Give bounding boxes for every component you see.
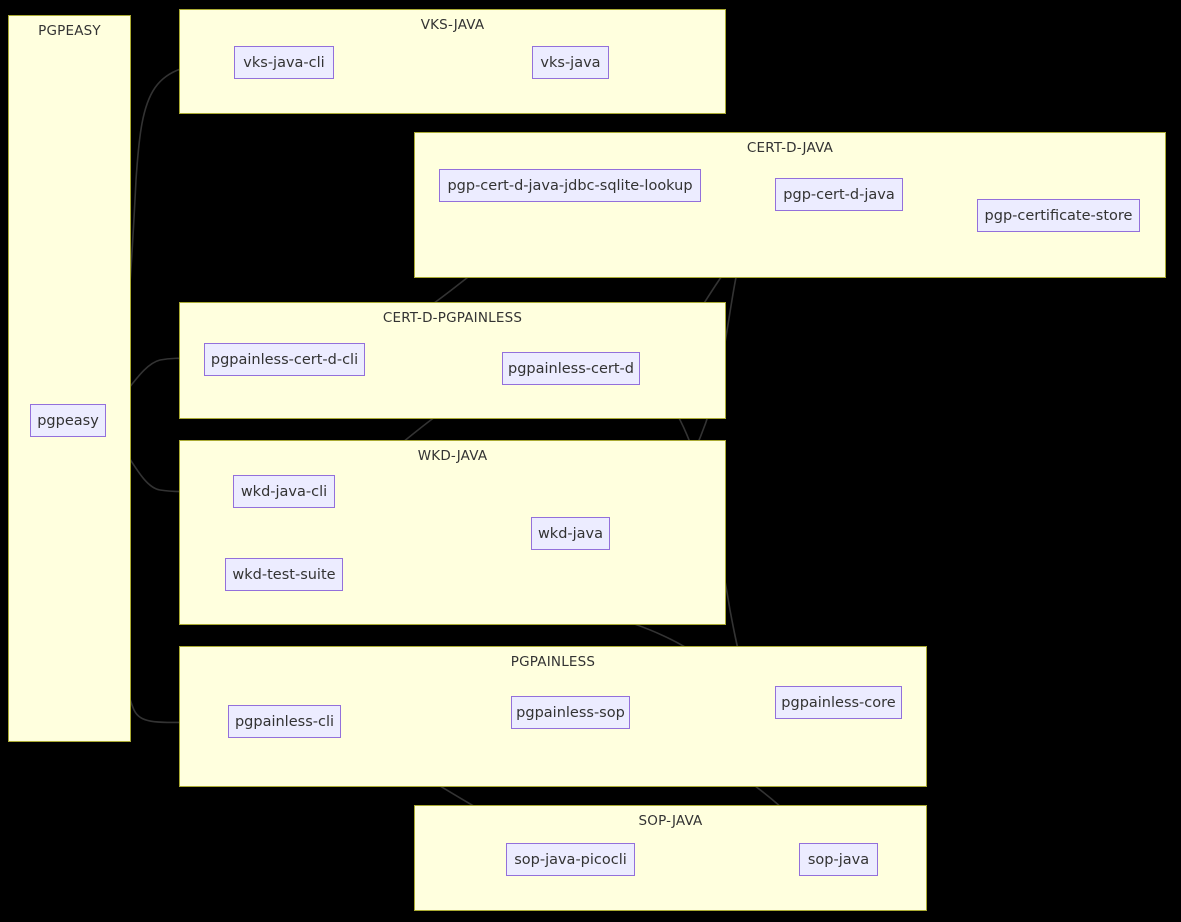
node-label: wkd-java-cli xyxy=(240,483,328,500)
node-pgp-cert-d-java[interactable]: pgp-cert-d-java xyxy=(775,178,903,211)
node-pgpainless-cert-d[interactable]: pgpainless-cert-d xyxy=(502,352,640,385)
cluster-label-pgpeasy: PGPEASY xyxy=(38,23,101,39)
cluster-label-sop-java: SOP-JAVA xyxy=(638,813,703,829)
node-label: pgpainless-core xyxy=(781,694,896,711)
node-label: pgp-cert-d-java-jdbc-sqlite-lookup xyxy=(447,177,693,194)
node-label: pgp-cert-d-java xyxy=(783,186,895,203)
cluster-label-cert-d-pgpainless: CERT-D-PGPAINLESS xyxy=(382,310,523,326)
node-label: pgpainless-cert-d xyxy=(508,360,634,377)
node-vks-java[interactable]: vks-java xyxy=(532,46,609,79)
node-label: vks-java-cli xyxy=(243,54,325,71)
node-pgpainless-cert-d-cli[interactable]: pgpainless-cert-d-cli xyxy=(204,343,365,376)
node-label: pgpainless-cli xyxy=(234,713,335,730)
node-label: vks-java xyxy=(540,54,601,71)
node-label: sop-java-picocli xyxy=(514,851,627,868)
node-wkd-java[interactable]: wkd-java xyxy=(531,517,610,550)
node-wkd-test-suite[interactable]: wkd-test-suite xyxy=(225,558,343,591)
node-label: sop-java xyxy=(807,851,870,868)
node-label: pgp-certificate-store xyxy=(984,207,1133,224)
node-wkd-java-cli[interactable]: wkd-java-cli xyxy=(233,475,335,508)
node-pgp-certificate-store[interactable]: pgp-certificate-store xyxy=(977,199,1140,232)
node-pgpainless-cli[interactable]: pgpainless-cli xyxy=(228,705,341,738)
node-sop-java-picocli[interactable]: sop-java-picocli xyxy=(506,843,635,876)
node-pgpainless-sop[interactable]: pgpainless-sop xyxy=(511,696,630,729)
cluster-pgpeasy: PGPEASY xyxy=(8,15,131,742)
node-label: wkd-java xyxy=(537,525,604,542)
cluster-label-pgpainless: PGPAINLESS xyxy=(510,654,596,670)
node-pgpeasy[interactable]: pgpeasy xyxy=(30,404,106,437)
cluster-label-wkd-java: WKD-JAVA xyxy=(417,448,488,464)
cluster-wkd-java: WKD-JAVA xyxy=(179,440,726,625)
node-label: pgpeasy xyxy=(37,412,99,429)
node-sop-java[interactable]: sop-java xyxy=(799,843,878,876)
node-pgpainless-core[interactable]: pgpainless-core xyxy=(775,686,902,719)
cluster-label-vks-java: VKS-JAVA xyxy=(420,17,485,33)
node-label: pgpainless-sop xyxy=(516,704,625,721)
node-label: wkd-test-suite xyxy=(232,566,336,583)
node-label: pgpainless-cert-d-cli xyxy=(210,351,359,368)
cluster-label-cert-d-java: CERT-D-JAVA xyxy=(746,140,834,156)
node-pgp-cert-d-java-jdbc-sqlite-lookup[interactable]: pgp-cert-d-java-jdbc-sqlite-lookup xyxy=(439,169,701,202)
node-vks-java-cli[interactable]: vks-java-cli xyxy=(234,46,334,79)
